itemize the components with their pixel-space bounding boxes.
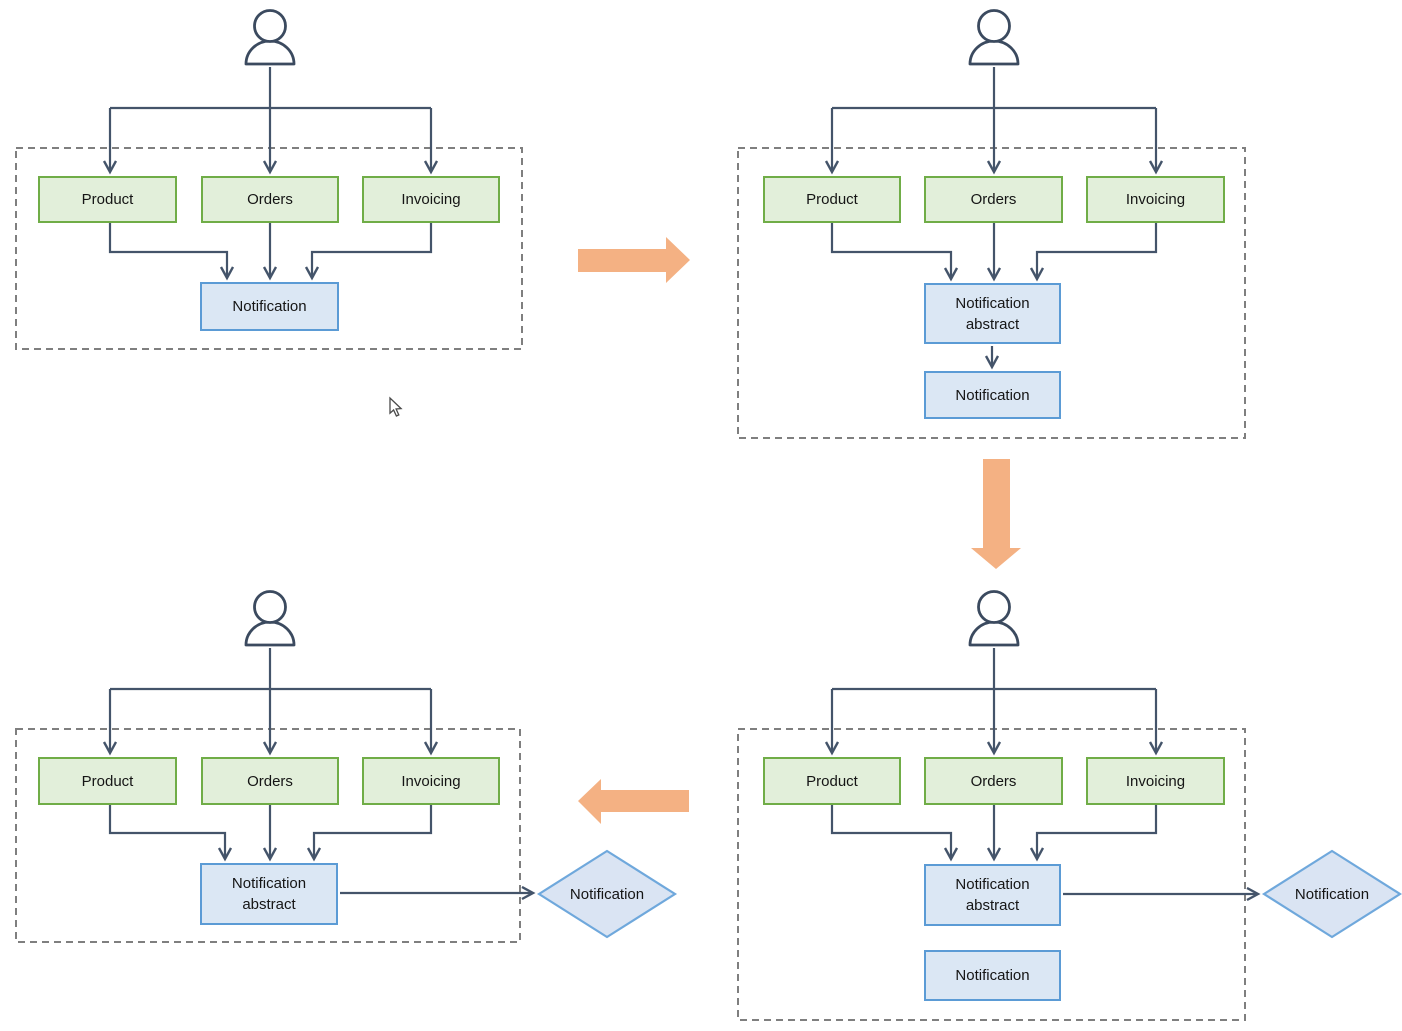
mouse-cursor-icon xyxy=(389,396,403,417)
stage4-notification-diamond-label: Notification xyxy=(569,885,645,903)
stage3-orders-box: Orders xyxy=(924,757,1063,805)
stage2-notification-box: Notification xyxy=(924,371,1061,419)
stage4-notification-abstract-box: Notification abstract xyxy=(200,863,338,925)
person-icon xyxy=(244,9,296,66)
stage2-boundary xyxy=(737,147,1246,439)
stage1-product-box: Product xyxy=(38,176,177,223)
stage2-connectors xyxy=(832,67,1156,367)
stage4-orders-box: Orders xyxy=(201,757,339,805)
stage1-invoicing-box: Invoicing xyxy=(362,176,500,223)
stage2-notification-abstract-box: Notification abstract xyxy=(924,283,1061,344)
transition-arrow-right-icon xyxy=(578,237,690,283)
stage3-boundary xyxy=(737,728,1246,1021)
stage2-invoicing-box: Invoicing xyxy=(1086,176,1225,223)
stage3-notification-abstract-box: Notification abstract xyxy=(924,864,1061,926)
stage2-orders-box: Orders xyxy=(924,176,1063,223)
stage3-connectors xyxy=(832,648,1258,894)
stage1-connectors xyxy=(110,67,431,278)
stage4-connectors xyxy=(110,648,533,893)
stage4-boundary xyxy=(15,728,521,943)
stage1-notification-box: Notification xyxy=(200,282,339,331)
transition-arrow-down-icon xyxy=(971,459,1021,569)
person-icon xyxy=(968,590,1020,647)
stage3-notification-diamond-label: Notification xyxy=(1294,885,1370,903)
stage4-invoicing-box: Invoicing xyxy=(362,757,500,805)
stage1-orders-box: Orders xyxy=(201,176,339,223)
stage3-notification-diamond xyxy=(1261,849,1402,939)
stage4-product-box: Product xyxy=(38,757,177,805)
person-icon xyxy=(244,590,296,647)
stage3-product-box: Product xyxy=(763,757,901,805)
transition-arrow-left-icon xyxy=(578,779,689,824)
stage4-notification-diamond xyxy=(536,849,678,939)
stage3-notification-box: Notification xyxy=(924,950,1061,1001)
person-icon xyxy=(968,9,1020,66)
stage3-invoicing-box: Invoicing xyxy=(1086,757,1225,805)
stage2-product-box: Product xyxy=(763,176,901,223)
